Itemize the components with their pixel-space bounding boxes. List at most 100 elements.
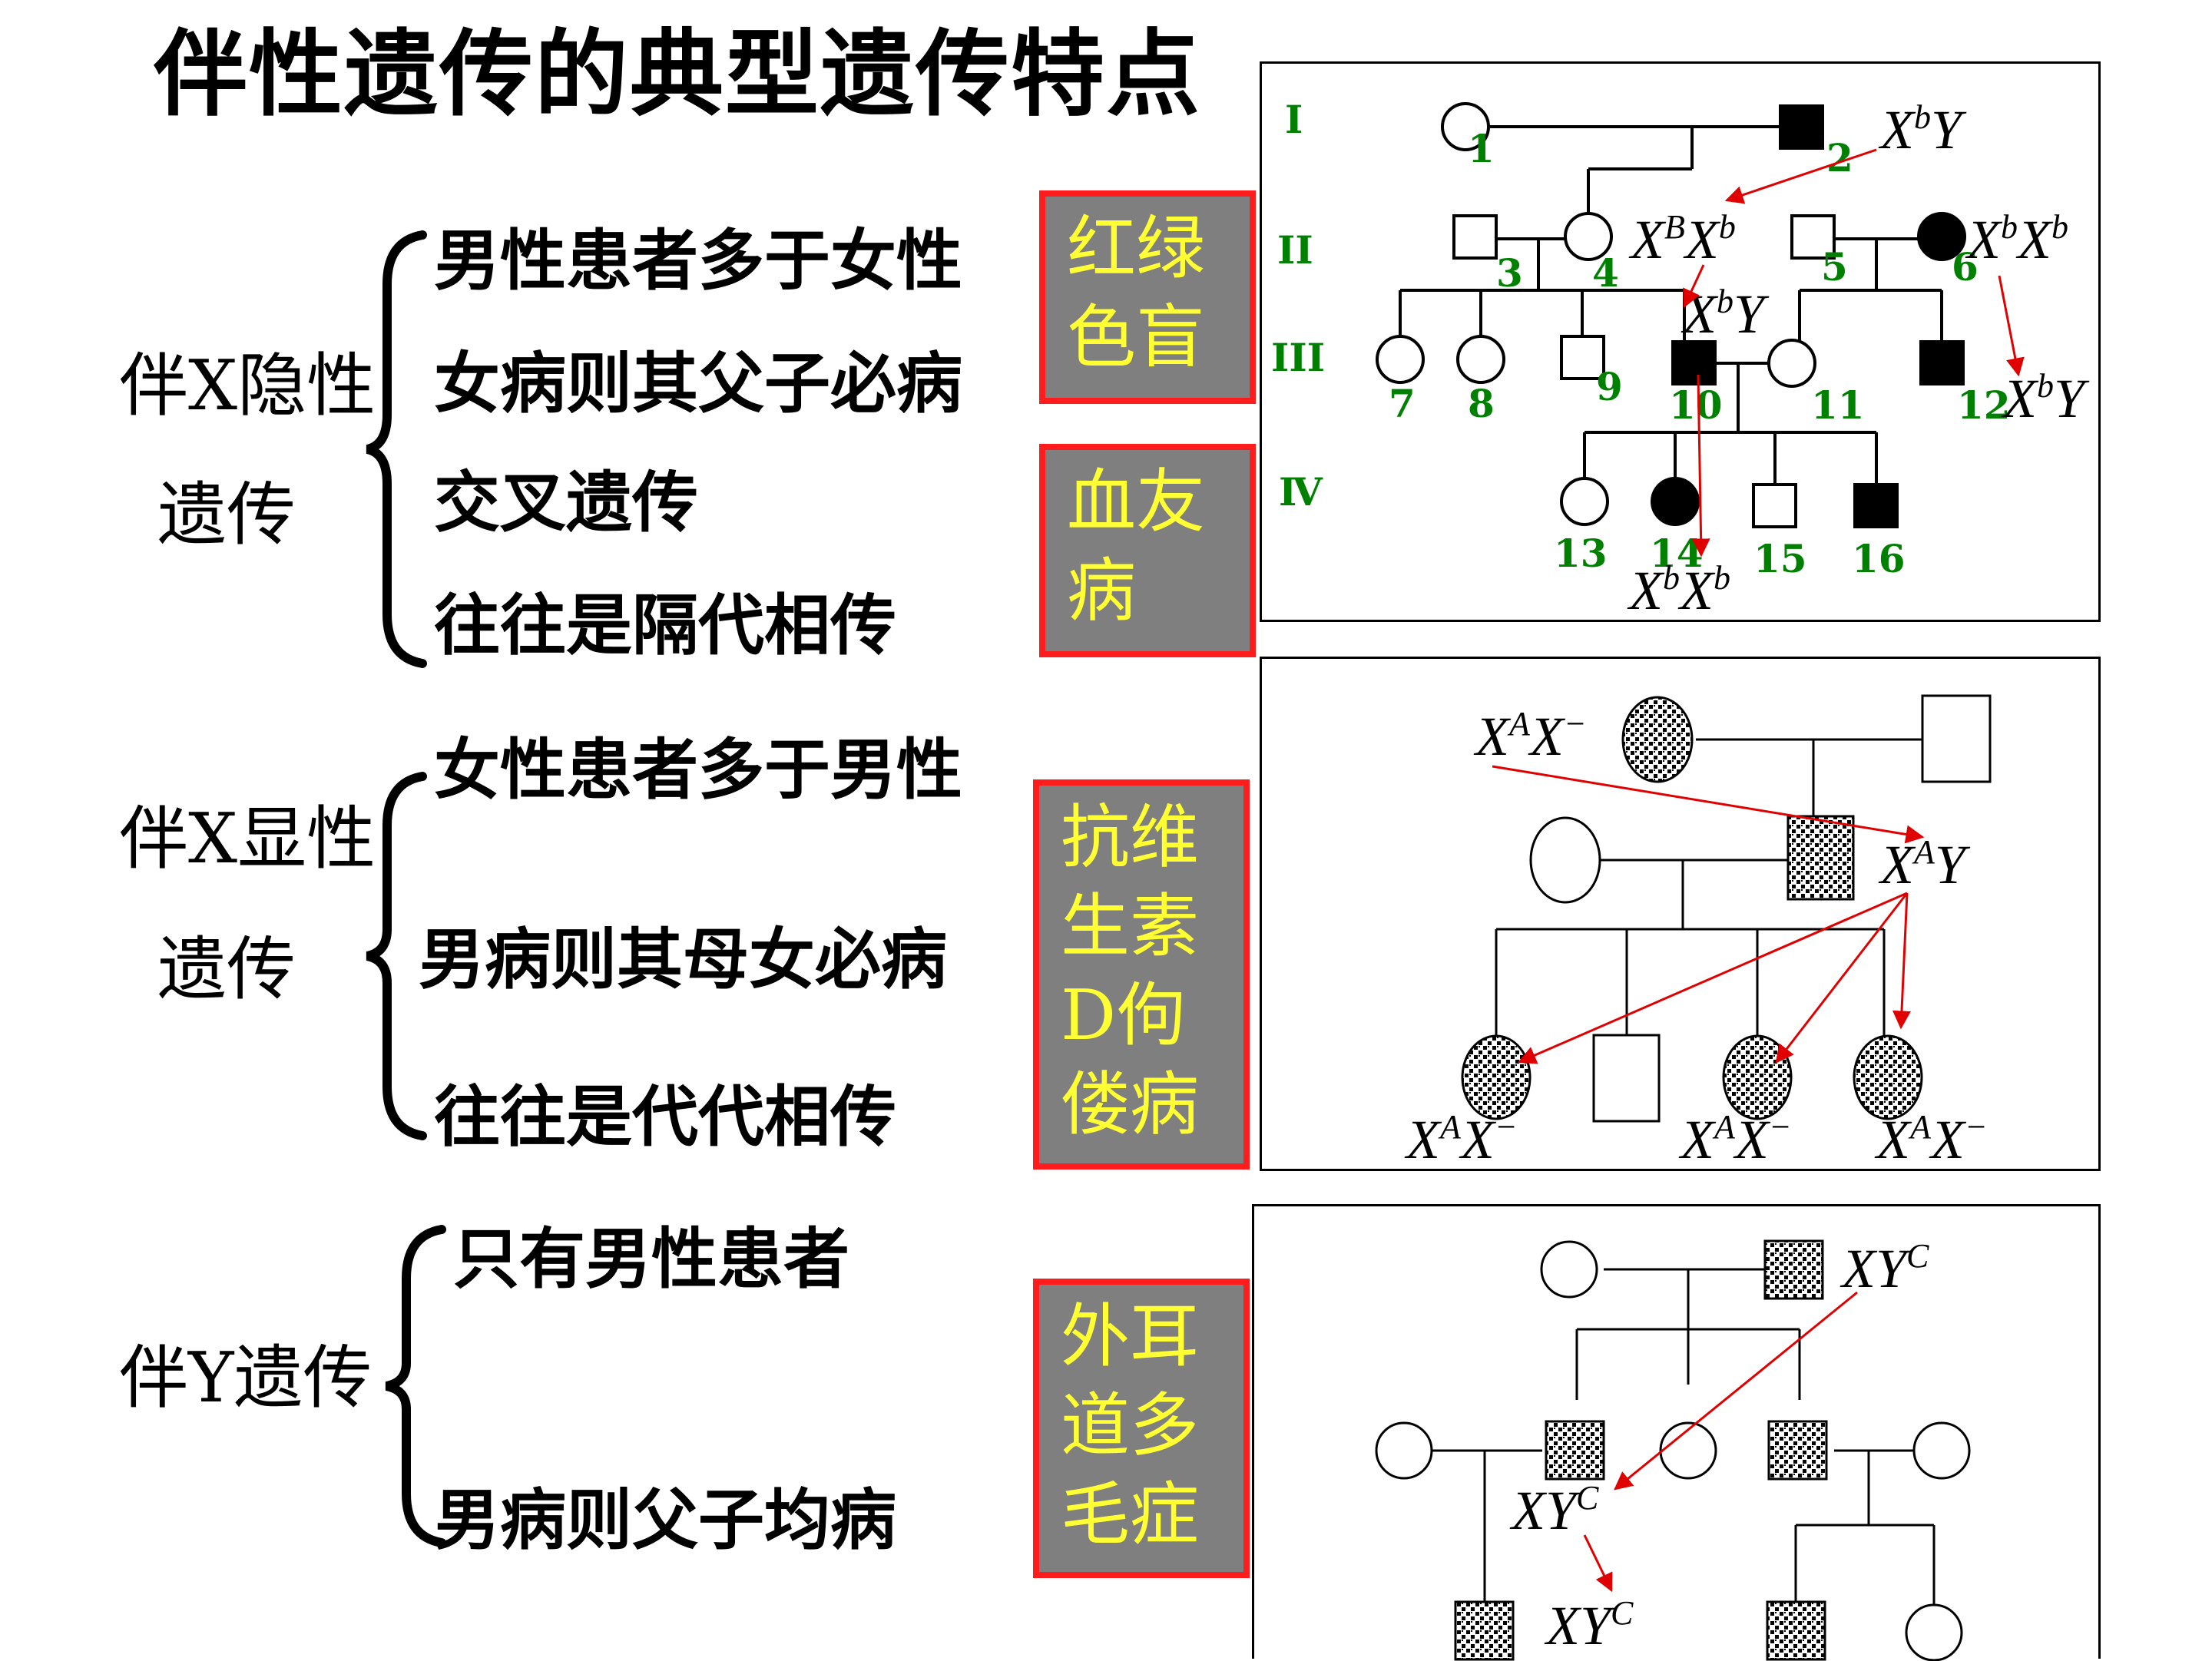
- individual-number: 1: [1468, 126, 1495, 171]
- feature-xd-1: 女性患者多于男性: [434, 732, 962, 809]
- example-box-color-blindness: 红绿 色盲: [1039, 190, 1256, 404]
- individual-number: 13: [1554, 531, 1608, 576]
- inheritance-arrows: [1583, 1291, 1858, 1593]
- generation-label: II: [1277, 227, 1313, 273]
- male-affected: [1766, 1600, 1826, 1661]
- genotype-label: XbY: [2001, 367, 2090, 429]
- male-unaffected: [1452, 214, 1498, 260]
- feature-xd-2: 男病则其母女必病: [419, 921, 947, 998]
- female-affected: [1651, 477, 1700, 526]
- pedigree-lines: [1400, 1268, 1936, 1621]
- individual-number: 3: [1496, 250, 1523, 296]
- female-unaffected: [1767, 339, 1816, 388]
- individual-number: 6: [1952, 244, 1979, 290]
- female-affected: [1461, 1034, 1532, 1120]
- individual-number: 9: [1596, 364, 1623, 409]
- feature-y-2: 男病则父子均病: [434, 1482, 896, 1559]
- female-affected: [1917, 212, 1966, 261]
- individual-number: 16: [1852, 536, 1906, 581]
- feature-y-1: 只有男性患者: [453, 1221, 849, 1298]
- genotype-label: XYC: [1839, 1237, 1929, 1299]
- generation-label: I: [1285, 97, 1303, 142]
- female-carrier: [1564, 212, 1613, 261]
- category-xr-line1: 伴X隐性: [119, 346, 376, 426]
- feature-xr-2: 女病则其父子必病: [434, 346, 962, 422]
- example-text: 生素: [1061, 886, 1199, 967]
- genotype-label: XAX−: [1678, 1108, 1792, 1170]
- brace-xd: [366, 772, 427, 1140]
- example-box-hairy-ears: 外耳 道多 毛症: [1033, 1279, 1250, 1578]
- male-affected: [1545, 1420, 1605, 1481]
- example-text: D佝: [1061, 975, 1186, 1056]
- genotype-label: XYC: [1509, 1479, 1599, 1541]
- page-title: 伴性遗传的典型遗传特点: [154, 20, 1201, 129]
- category-xd-line1: 伴X显性: [119, 799, 376, 879]
- pedigree-x-recessive-diagram: I II III Ⅳ: [1271, 97, 2090, 621]
- example-text: 毛症: [1061, 1474, 1199, 1555]
- male-affected: [1786, 815, 1855, 901]
- example-text: 血友: [1067, 462, 1205, 542]
- individual-number: 12: [1957, 382, 2011, 428]
- male-affected: [1767, 1420, 1828, 1481]
- female-unaffected: [1529, 816, 1601, 904]
- feature-xr-3: 交叉遗传: [434, 465, 698, 541]
- category-xr-line2: 遗传: [157, 475, 296, 555]
- male-affected: [1853, 483, 1899, 528]
- example-text: 红绿: [1067, 208, 1205, 289]
- female-unaffected: [1375, 1421, 1433, 1480]
- genotype-label: XBXb: [1628, 208, 1736, 270]
- pedigree-x-dominant-diagram: XAX− XAY XAX− XAX− XAX−: [1404, 694, 1992, 1170]
- individual-number: 2: [1826, 135, 1853, 180]
- genotype-label: XAX−: [1404, 1108, 1518, 1170]
- genotype-label: XbY: [1878, 98, 1967, 160]
- brace-xr: [366, 230, 427, 668]
- genotype-label: XAY: [1878, 833, 1971, 895]
- category-xd-line2: 遗传: [157, 929, 296, 1010]
- female-unaffected: [1456, 335, 1505, 384]
- individual-number: 5: [1821, 244, 1848, 290]
- individual-number: 15: [1753, 536, 1807, 581]
- female-unaffected: [1659, 1421, 1717, 1480]
- male-unaffected: [1560, 335, 1605, 380]
- male-affected: [1779, 104, 1824, 150]
- individual-number: 4: [1592, 250, 1619, 296]
- male-affected: [1671, 340, 1717, 385]
- female-unaffected: [1540, 1240, 1598, 1299]
- male-unaffected: [1752, 483, 1797, 528]
- feature-xr-1: 男性患者多于女性: [434, 223, 962, 299]
- genotype-label: XYC: [1544, 1594, 1634, 1656]
- genotype-label: XAX−: [1473, 705, 1587, 767]
- individual-number: 11: [1811, 382, 1865, 428]
- category-y: 伴Y遗传: [119, 1338, 373, 1418]
- pedigree-x-recessive: I II III Ⅳ: [1260, 61, 2101, 622]
- female-unaffected: [1905, 1603, 1963, 1661]
- feature-xd-3: 往往是代代相传: [434, 1079, 896, 1156]
- female-unaffected: [1441, 102, 1490, 151]
- genotype-label: XbY: [1681, 283, 1770, 345]
- male-affected: [1763, 1239, 1824, 1300]
- pedigree-x-dominant: XAX− XAY XAX− XAX− XAX−: [1260, 657, 2101, 1171]
- example-text: 道多: [1061, 1385, 1199, 1466]
- example-box-hemophilia: 血友 病: [1039, 444, 1256, 657]
- example-box-vitamin-d-rickets: 抗维 生素 D佝 偻病: [1033, 779, 1250, 1170]
- male-unaffected: [1592, 1034, 1661, 1123]
- inheritance-arrows: [1492, 765, 1925, 1064]
- genotype-label: XbXb: [1627, 559, 1730, 621]
- generation-label: Ⅳ: [1279, 469, 1323, 515]
- example-text: 色盲: [1067, 297, 1205, 378]
- example-text: 偻病: [1061, 1064, 1199, 1145]
- female-affected: [1621, 696, 1694, 783]
- individual-number: 8: [1468, 381, 1495, 426]
- male-unaffected: [1790, 214, 1836, 260]
- female-unaffected: [1376, 335, 1425, 384]
- genotype-label: XAX−: [1874, 1108, 1988, 1170]
- example-text: 病: [1067, 551, 1136, 631]
- female-affected: [1853, 1034, 1923, 1120]
- male-affected: [1919, 340, 1965, 385]
- feature-xr-4: 往往是隔代相传: [434, 587, 896, 664]
- pedigree-lines: [1399, 125, 1943, 486]
- individual-number: 10: [1669, 382, 1723, 428]
- brace-y: [385, 1225, 446, 1547]
- inheritance-arrows: [1683, 148, 2025, 558]
- female-unaffected: [1560, 477, 1609, 526]
